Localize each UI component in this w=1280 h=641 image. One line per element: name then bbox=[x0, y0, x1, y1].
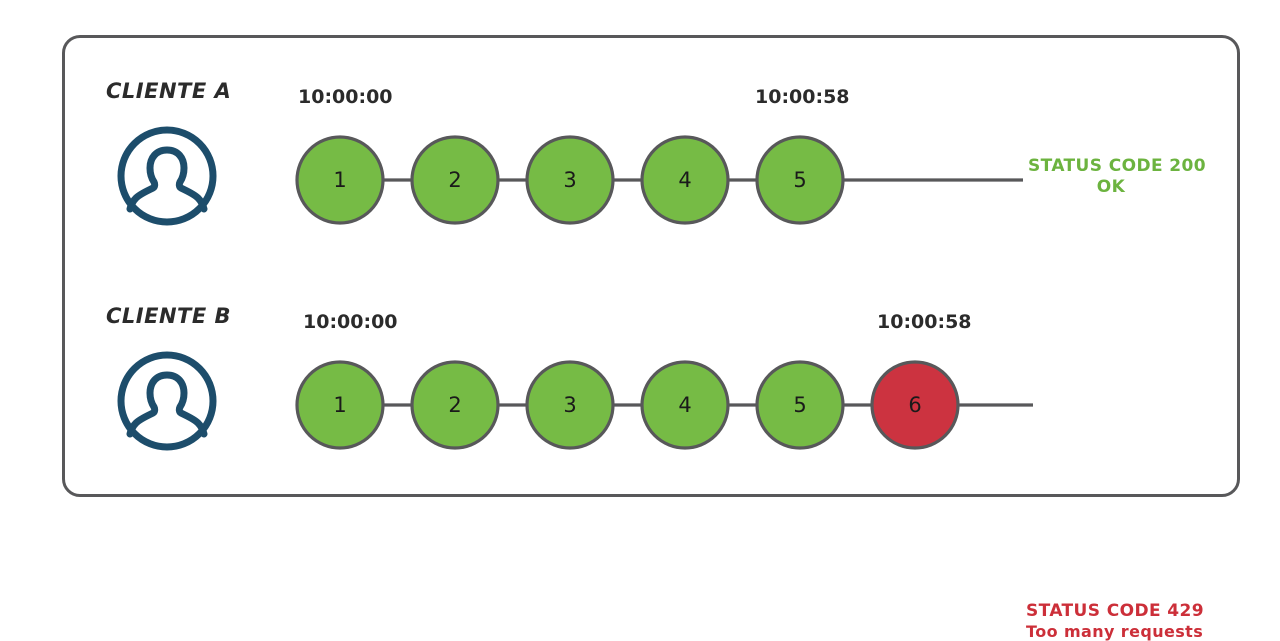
request-node: 2 bbox=[410, 135, 500, 225]
status-text-a: OK bbox=[1096, 176, 1126, 197]
client-label-a: CLIENTE A bbox=[106, 79, 232, 103]
user-avatar-icon bbox=[115, 124, 219, 228]
node-number-a-2: 2 bbox=[448, 168, 461, 192]
status-badge-b: STATUS CODE 429 Too many requests bbox=[1026, 601, 1204, 641]
request-node: 4 bbox=[640, 135, 730, 225]
timestamp-start-a: 10:00:00 bbox=[298, 86, 393, 108]
status-text-b: Too many requests bbox=[1026, 621, 1204, 641]
request-chain-a: 1 2 3 4 5 bbox=[295, 130, 1055, 240]
timestamp-end-b: 10:00:58 bbox=[877, 311, 972, 333]
request-node: 5 bbox=[755, 135, 845, 225]
node-number-b-2: 2 bbox=[448, 393, 461, 417]
request-node: 2 bbox=[410, 360, 500, 450]
node-number-b-4: 4 bbox=[678, 393, 691, 417]
request-node: 1 bbox=[295, 360, 385, 450]
client-label-b: CLIENTE B bbox=[106, 304, 232, 328]
request-node: 3 bbox=[525, 360, 615, 450]
node-number-b-3: 3 bbox=[563, 393, 576, 417]
node-number-a-4: 4 bbox=[678, 168, 691, 192]
request-chain-b: 1 2 3 4 5 bbox=[295, 355, 1055, 465]
request-node: 1 bbox=[295, 135, 385, 225]
diagram-canvas: CLIENTE A 10:00:00 10:00:58 1 bbox=[62, 35, 1240, 641]
request-node-blocked: 6 bbox=[870, 360, 960, 450]
node-number-a-5: 5 bbox=[793, 168, 806, 192]
timestamp-end-a: 10:00:58 bbox=[755, 86, 850, 108]
status-code-a: STATUS CODE 200 bbox=[1028, 156, 1206, 176]
timestamp-start-b: 10:00:00 bbox=[303, 311, 398, 333]
user-avatar-icon bbox=[115, 349, 219, 453]
request-node: 4 bbox=[640, 360, 730, 450]
node-number-a-1: 1 bbox=[333, 168, 346, 192]
status-code-b: STATUS CODE 429 bbox=[1026, 601, 1204, 621]
request-node: 3 bbox=[525, 135, 615, 225]
node-number-b-5: 5 bbox=[793, 393, 806, 417]
status-badge-a: STATUS CODE 200 OK bbox=[1028, 156, 1206, 197]
node-number-b-6: 6 bbox=[908, 393, 921, 417]
node-number-a-3: 3 bbox=[563, 168, 576, 192]
request-node: 5 bbox=[755, 360, 845, 450]
node-number-b-1: 1 bbox=[333, 393, 346, 417]
